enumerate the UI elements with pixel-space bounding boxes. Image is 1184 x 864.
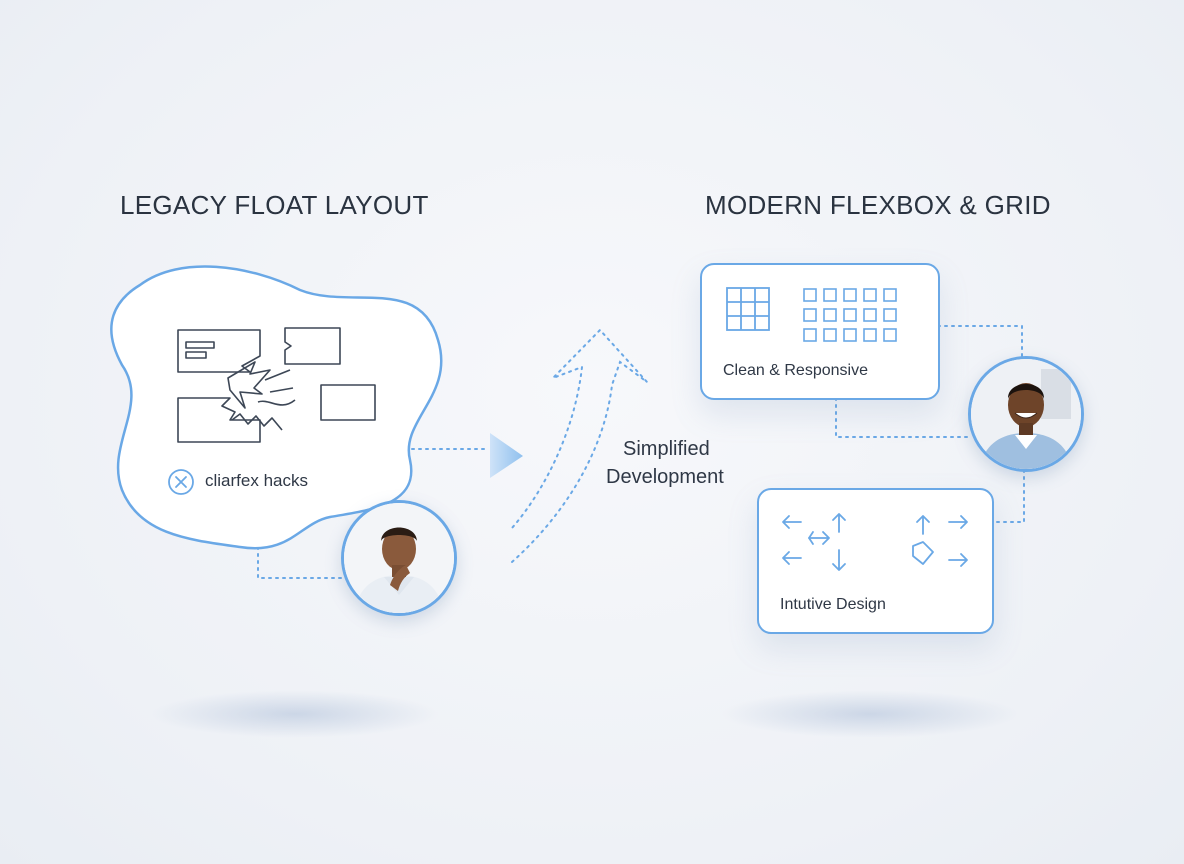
legacy-blob xyxy=(110,265,443,550)
float-box-3 xyxy=(320,384,376,421)
card1-bottom-connector-line xyxy=(835,397,971,438)
float-box-1 xyxy=(177,329,261,373)
alignment-arrows-icon xyxy=(912,515,968,567)
broken-layout-icon xyxy=(177,327,376,443)
avatar-thinking-developer xyxy=(341,500,457,616)
flex-direction-arrows-icon xyxy=(782,513,846,571)
intuitive-design-label: Intutive Design xyxy=(780,596,886,613)
legacy-heading: LEGACY FLOAT LAYOUT xyxy=(120,190,429,220)
arrowhead-triangle xyxy=(490,433,523,478)
error-x-icon xyxy=(168,469,194,495)
clean-responsive-label: Clean & Responsive xyxy=(723,362,868,379)
simplified-label-line2: Development xyxy=(606,466,724,488)
card2-connector-line xyxy=(991,469,1025,523)
float-box-4 xyxy=(177,397,261,443)
simplified-label-line1: Simplified xyxy=(623,438,710,460)
flexbox-grid-icon xyxy=(803,288,897,342)
floor-shadow-left xyxy=(150,690,440,738)
intuitive-design-card: Intutive Design xyxy=(757,488,994,634)
floor-shadow-right xyxy=(720,690,1020,738)
curved-up-arrow xyxy=(511,328,648,563)
left-avatar-connector-line xyxy=(257,539,344,579)
card1-right-connector-line xyxy=(937,325,1023,357)
clearfix-hacks-label: cliarfex hacks xyxy=(205,471,308,490)
float-box-2 xyxy=(284,327,341,365)
avatar-smiling-developer xyxy=(968,356,1084,472)
grid-icon xyxy=(726,287,770,331)
clean-responsive-card: Clean & Responsive xyxy=(700,263,940,400)
modern-heading: MODERN FLEXBOX & GRID xyxy=(705,190,1051,220)
crash-burst xyxy=(227,361,271,409)
